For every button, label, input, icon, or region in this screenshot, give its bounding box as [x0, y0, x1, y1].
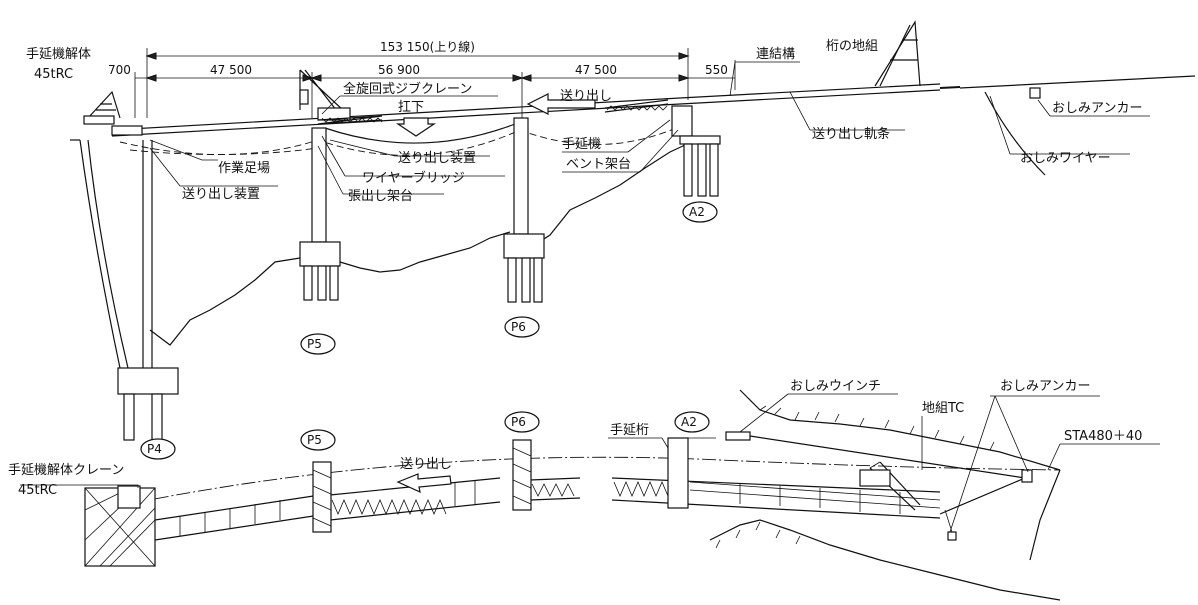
span-550: 550 [705, 63, 728, 77]
elevation-view: 153 150(上り線) 700 47 500 56 900 47 500 55… [26, 20, 1196, 460]
plan-pier-p5 [312, 461, 332, 533]
launch-label: 送り出し [560, 89, 612, 104]
girder-assembly-label: 桁の地組 [826, 39, 878, 54]
span-dimensions: 700 47 500 56 900 47 500 550 [108, 60, 736, 118]
plan-dismantle-crane [84, 485, 156, 567]
launch-device-left-label: 送り出し装置 [182, 187, 260, 202]
plan-pier-label-p5: P5 [300, 429, 336, 451]
span-700: 700 [108, 63, 131, 77]
plan-terrain [709, 389, 1061, 601]
plan-winch-and-wire [725, 431, 1033, 541]
launch-rail-label: 送り出し軌条 [812, 126, 890, 142]
jib-crane [299, 69, 351, 121]
launch-arrow-icon [526, 93, 596, 115]
plan-pier-label-p6: P6 [504, 411, 540, 433]
plan-launch-arrow-icon [396, 473, 452, 494]
girder-assembly-crane [874, 20, 921, 87]
plan-leaders [20, 393, 1160, 533]
plan-girder-blocks [154, 477, 941, 541]
wire-bridge-label: ワイヤーブリッジ [362, 170, 465, 186]
plan-ground-tc-label: 地組TC [922, 401, 964, 416]
pier-p4 [70, 139, 179, 441]
launching-nose-label: 手延機 [562, 137, 601, 152]
bent-bracket-label: ベント架台 [566, 157, 631, 172]
svg-text:P6: P6 [511, 320, 526, 334]
elevation-leaders [149, 61, 1150, 195]
push-wire-line [984, 91, 1046, 176]
svg-text:P4: P4 [147, 442, 162, 456]
plan-pier-label-a2: A2 [674, 411, 710, 433]
svg-text:P5: P5 [307, 433, 322, 447]
pier-p6 [503, 117, 545, 303]
pier-label-a2: A2 [682, 201, 718, 223]
pier-p5 [299, 127, 341, 301]
svg-text:P6: P6 [511, 415, 526, 429]
pier-label-p4: P4 [140, 438, 176, 460]
svg-text:A2: A2 [681, 415, 697, 429]
plan-pier-p6 [512, 439, 532, 511]
plan-dismantle-crane-label: 手延機解体クレーン [8, 463, 124, 478]
launching-nose-truss [317, 99, 669, 125]
plan-push-anchor-label: おしみアンカー [1000, 379, 1090, 394]
approach-deck [679, 75, 1196, 105]
connection-label: 連結構 [756, 47, 795, 62]
plan-centerline [89, 456, 1061, 513]
push-wire-label: おしみワイヤー [1020, 151, 1111, 166]
pier-label-p5: P5 [300, 333, 336, 355]
scaffold-curve [129, 147, 319, 155]
total-dimension-label: 153 150(上り線) [380, 39, 475, 54]
lowering-arrow-icon [396, 117, 436, 137]
svg-text:A2: A2 [689, 205, 705, 219]
abutment-a2 [671, 105, 721, 197]
push-anchor-label: おしみアンカー [1052, 101, 1142, 116]
span-47500-a: 47 500 [210, 63, 252, 77]
plan-abutment-a2 [667, 437, 689, 509]
wire-sag [324, 123, 516, 144]
plan-push-winch-label: おしみウインチ [790, 379, 881, 394]
pier-label-p6: P6 [504, 316, 540, 338]
plan-launching-girder-label: 手延桁 [610, 423, 649, 438]
plan-crane-capacity: 45tRC [18, 483, 57, 498]
plan-launch-label: 送り出し [400, 457, 452, 472]
svg-text:P5: P5 [307, 337, 322, 351]
span-47500-b: 47 500 [575, 63, 617, 77]
dismantle-crane-capacity: 45tRC [34, 67, 73, 82]
plan-station-label: STA480＋40 [1064, 429, 1142, 444]
lowering-label: 扛下 [398, 99, 424, 115]
terrain-line [149, 144, 686, 346]
push-anchor-block [1029, 87, 1041, 99]
plan-ground-tc [859, 461, 921, 511]
total-dimension: 153 150(上り線) [145, 39, 690, 118]
cantilever-bracket-label: 張出し架台 [348, 189, 413, 204]
launch-device-mid-label: 送り出し装置 [398, 151, 476, 166]
jib-crane-label: 全旋回式ジブクレーン [343, 81, 472, 97]
dismantle-crane-label: 手延機解体 [26, 47, 91, 62]
dismantle-crane [83, 90, 121, 125]
plan-view: P5 P6 A2 手延機解体クレーン 45tRC 送り出し 手延桁 おしみウイン… [8, 379, 1160, 601]
span-56900: 56 900 [378, 63, 420, 77]
work-scaffold-label: 作業足場 [218, 160, 270, 176]
